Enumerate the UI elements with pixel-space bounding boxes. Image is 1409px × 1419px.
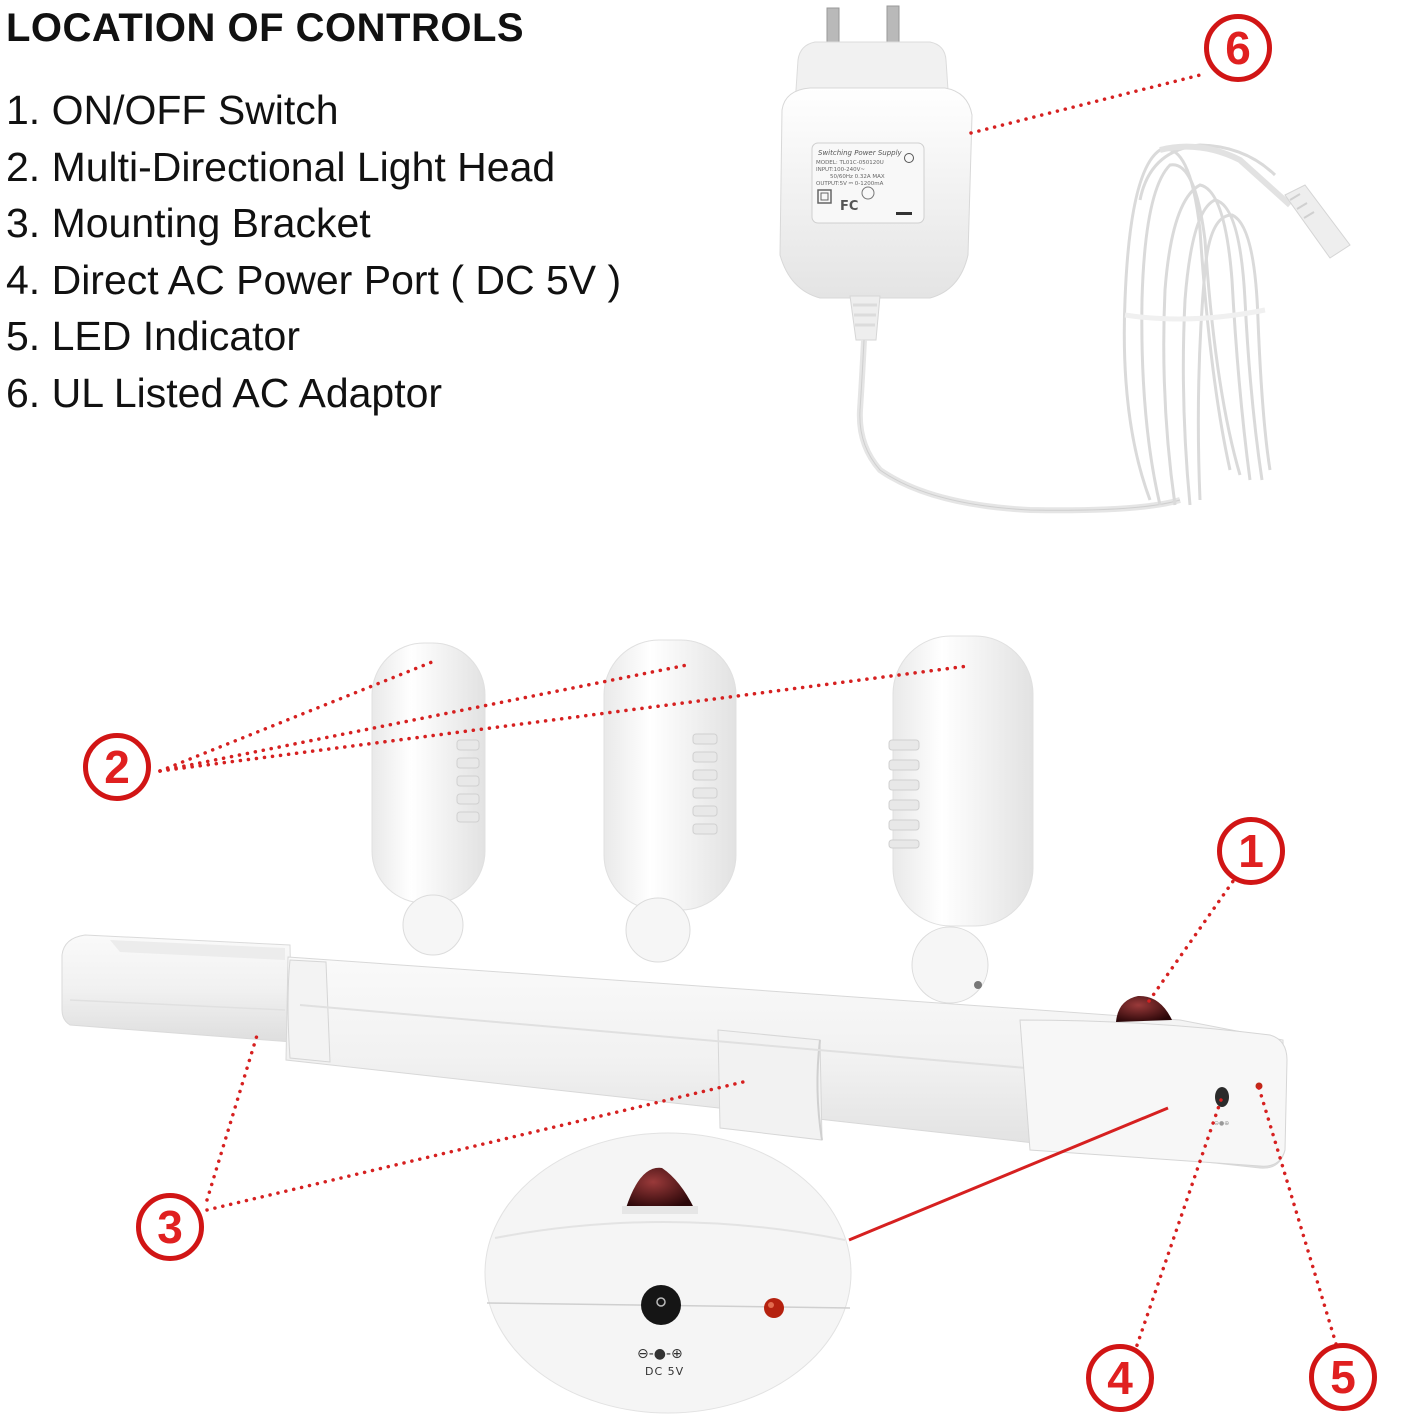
inset-voltage-text: DC 5V (645, 1365, 684, 1378)
adapter-input-text: INPUT:100-240V~ (816, 167, 865, 173)
light-head-left (371, 642, 486, 956)
on-off-switch (1116, 995, 1172, 1022)
page-title: LOCATION OF CONTROLS (6, 6, 525, 50)
adapter-freq-text: 50/60Hz 0.32A MAX (830, 174, 885, 180)
svg-text:FC: FC (840, 199, 858, 214)
callout-4-badge: 4 (1086, 1344, 1154, 1412)
ac-adapter: Switching Power Supply MODEL: TL01C-0501… (779, 5, 1351, 514)
callout-3-badge: 3 (136, 1193, 204, 1261)
legend-item-mounting-bracket: 3. Mounting Bracket (6, 200, 371, 246)
legend-item-power-port: 4. Direct AC Power Port ( DC 5V ) (6, 256, 622, 303)
inset-closeup: ⊖-●-⊕ DC 5V (484, 1132, 852, 1414)
callout-6-badge: 6 (1204, 14, 1272, 82)
inset-connector-line (848, 1106, 1169, 1242)
callout-1-badge: 1 (1217, 817, 1285, 885)
controls-legend: 1. ON/OFF Switch 2. Multi-Directional Li… (6, 82, 621, 421)
led-indicator (1255, 1082, 1263, 1090)
legend-item-light-head: 2. Multi-Directional Light Head (6, 143, 556, 190)
inset-polarity-symbol: ⊖-●-⊕ (637, 1346, 683, 1362)
legend-item-led-indicator: 5. LED Indicator (6, 313, 300, 359)
svg-text:⊖●⊕: ⊖●⊕ (1214, 1120, 1229, 1127)
legend-item-on-off-switch: 1. ON/OFF Switch (6, 87, 339, 133)
adapter-brand-text: Switching Power Supply (818, 149, 903, 157)
light-bar: ⊖●⊕ (61, 934, 1288, 1169)
inset-led-indicator (764, 1298, 784, 1318)
callout-leader-lines (158, 73, 1342, 1359)
light-head-right (888, 635, 1034, 1004)
callout-5-badge: 5 (1309, 1343, 1377, 1411)
power-port (1215, 1087, 1229, 1107)
callout-2-badge: 2 (83, 733, 151, 801)
legend-item-ac-adaptor: 6. UL Listed AC Adaptor (6, 369, 443, 416)
inset-power-port (641, 1285, 681, 1325)
adapter-output-text: OUTPUT:5V ⎓ 0-1200mA (816, 181, 884, 187)
light-head-middle (603, 639, 737, 963)
adapter-model-text: MODEL: TL01C-050120U (816, 160, 884, 166)
